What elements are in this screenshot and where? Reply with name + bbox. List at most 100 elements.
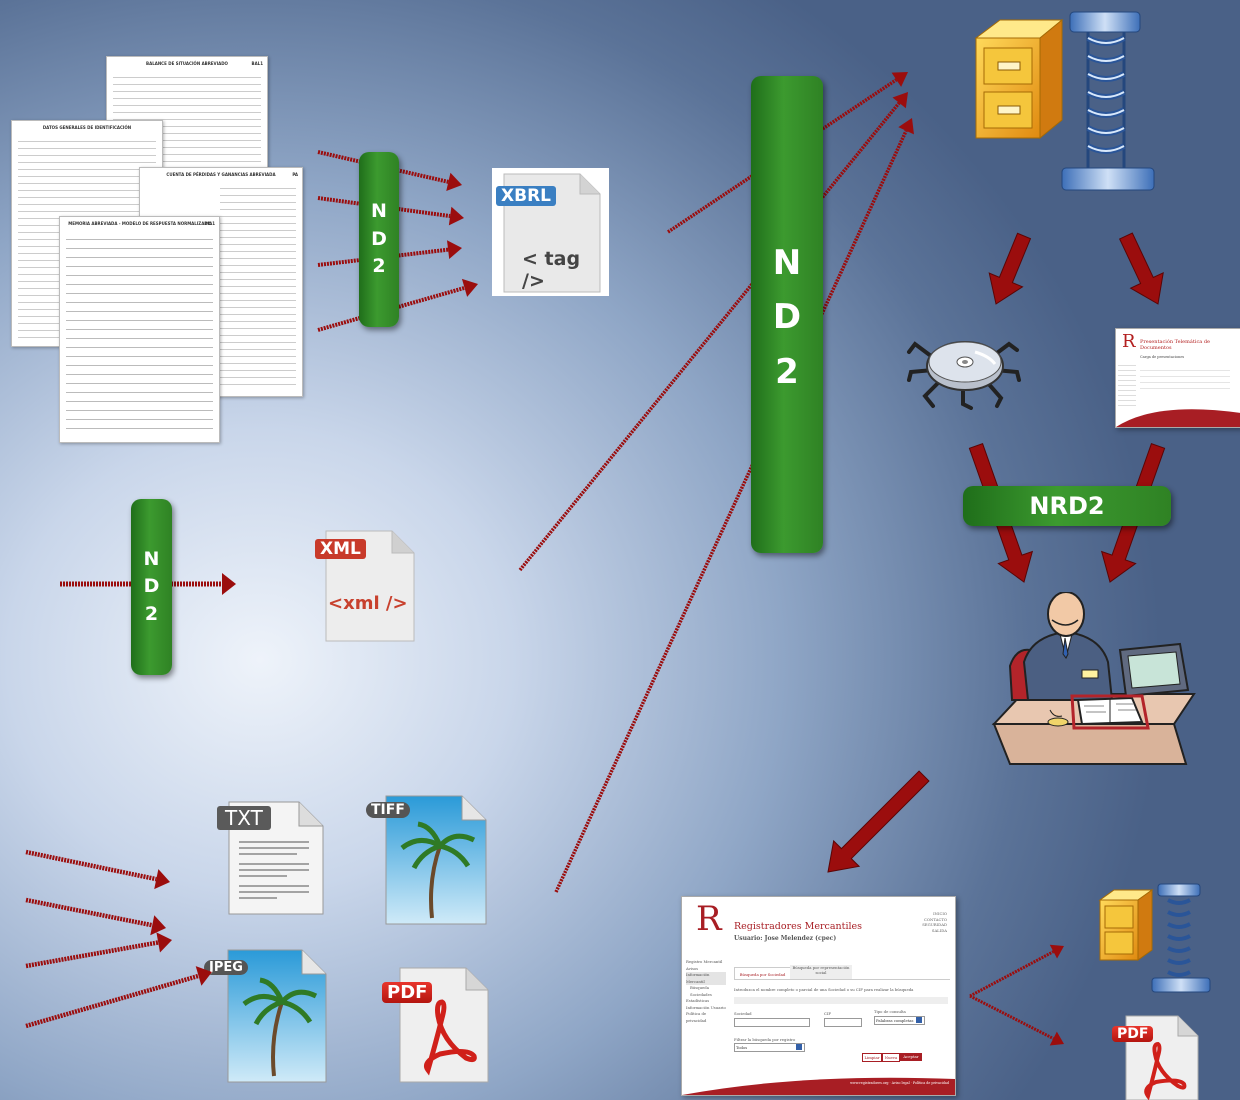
arrow	[25, 940, 159, 969]
tab-search-representation[interactable]: Búsqueda por representación social	[790, 965, 852, 979]
arrow-head	[898, 118, 914, 135]
form-code: PA	[292, 172, 298, 177]
nd2-pill-forms: N D 2	[359, 152, 399, 327]
arrow-head	[1049, 944, 1064, 959]
form-title: MEMORIA ABREVIADA - MODELO DE RESPUESTA …	[68, 221, 211, 226]
arrow-head	[150, 915, 166, 936]
nav-item[interactable]: Información Usuario	[686, 1004, 726, 1010]
arrow	[554, 129, 908, 893]
arrow	[969, 950, 1055, 998]
xml-file-icon: XML <xml />	[312, 525, 418, 645]
pill-letter: D	[143, 575, 160, 598]
chevron-down-icon[interactable]	[796, 1044, 802, 1050]
arrow-head	[892, 92, 908, 109]
nd2-pill-center: N D 2	[751, 76, 823, 553]
arrow	[518, 101, 901, 572]
top-link[interactable]: SALIDA	[931, 927, 947, 933]
pdf-label: PDF	[382, 982, 433, 1003]
tipo-label: Tipo de consulta	[874, 1009, 906, 1014]
nd2-pill-xml: N D 2	[131, 499, 172, 675]
registro-logo-icon: R	[1122, 331, 1136, 352]
nav-item[interactable]: Registro Mercantil	[686, 959, 723, 964]
arrow-head	[195, 966, 212, 986]
arrow-head	[891, 72, 908, 87]
arrow-head	[154, 869, 170, 890]
arrow-head	[446, 172, 462, 192]
limpiar-button[interactable]: Limpiar	[862, 1053, 882, 1062]
pdf-file-icon: PDF	[380, 962, 492, 1086]
nav-item[interactable]: Estadísticas	[686, 998, 710, 1003]
top-link[interactable]: CONTACTO	[924, 916, 947, 922]
jpeg-file-icon: JPEG	[200, 946, 330, 1086]
registro-footer: www.registradores.org · Aviso legal · Po…	[850, 1081, 949, 1085]
arrow-head	[446, 240, 462, 259]
pill-letter: D	[772, 297, 802, 338]
pill-letter: D	[371, 227, 387, 250]
arrow	[317, 247, 449, 267]
form-memoria: MEMORIA ABREVIADA - MODELO DE RESPUESTA …	[59, 216, 220, 443]
cif-input[interactable]	[824, 1018, 862, 1027]
sociedad-input[interactable]	[734, 1018, 810, 1027]
pill-letter: N	[143, 547, 160, 570]
arrow	[25, 897, 153, 928]
jpeg-label: JPEG	[204, 960, 248, 975]
nav-item[interactable]: Información Mercantil	[686, 972, 726, 985]
presentation-title: Presentación Telemática de Documentos	[1140, 339, 1210, 351]
form-title: CUENTA DE PÉRDIDAS Y GANANCIAS ABREVIADA	[166, 172, 276, 177]
nrd2-label: NRD2	[1029, 491, 1105, 520]
nav-item[interactable]: Búsqueda Sociedades	[690, 985, 712, 997]
arrow-head	[448, 206, 464, 226]
pill-letter: N	[772, 243, 802, 283]
compress-archive-icon	[974, 11, 1155, 191]
xbrl-label: XBRL	[496, 186, 556, 206]
pill-letter: 2	[775, 351, 799, 392]
filtro-select[interactable]: Todos	[734, 1043, 805, 1052]
form-code: BAL1	[251, 61, 263, 66]
sociedad-label: Sociedad	[734, 1011, 752, 1016]
nav-item[interactable]: Política de privacidad	[686, 1011, 707, 1023]
arrow-head	[222, 573, 236, 595]
pdf-output-icon: PDF	[1112, 1012, 1204, 1100]
txt-file-icon: TXT	[217, 798, 327, 918]
top-link[interactable]: INICIO	[933, 911, 947, 916]
nav-item[interactable]: Avisos	[686, 965, 699, 971]
registro-logo-icon: R	[696, 899, 722, 939]
aceptar-button[interactable]: Aceptar	[900, 1053, 922, 1061]
xbrl-tag-text: < tag />	[522, 248, 581, 292]
tiff-label: TIFF	[366, 802, 410, 818]
pdf-small-label: PDF	[1112, 1026, 1154, 1042]
tiff-file-icon: TIFF	[362, 790, 490, 928]
arrow	[667, 78, 898, 234]
chevron-down-icon[interactable]	[916, 1017, 922, 1023]
registro-user: Usuario: Jose Melendez (cpec)	[734, 935, 837, 942]
nrd2-pill: NRD2	[963, 486, 1171, 526]
form-title: BALANCE DE SITUACIÓN ABREVIADO	[146, 61, 228, 66]
arrow	[25, 849, 157, 882]
tipo-select[interactable]: Palabras completas	[874, 1016, 925, 1025]
pill-letter: 2	[144, 602, 159, 625]
xml-tag-text: <xml />	[328, 593, 408, 614]
registrar-clerk-icon	[991, 592, 1196, 765]
arrow-head	[461, 278, 478, 297]
arrow	[25, 973, 200, 1029]
xml-label: XML	[315, 539, 366, 559]
top-link[interactable]: SEGURIDAD	[922, 922, 947, 927]
registro-top-links: INICIO CONTACTO SEGURIDAD SALIDA	[922, 911, 947, 933]
form-code: MA1	[205, 221, 215, 226]
block-arrow	[827, 770, 930, 873]
nueva-button[interactable]: Nueva	[882, 1053, 900, 1062]
registro-nav: Registro Mercantil Avisos Información Me…	[686, 959, 726, 1024]
arrow-head	[1049, 1031, 1064, 1046]
block-arrow	[988, 232, 1032, 305]
pill-letter: 2	[372, 255, 386, 278]
presentation-subtitle: Carga de presentaciones	[1140, 355, 1185, 359]
xbrl-file-icon: XBRL < tag />	[492, 168, 609, 296]
cif-label: CIF	[824, 1011, 832, 1016]
form-title: DATOS GENERALES DE IDENTIFICACIÓN	[42, 125, 132, 130]
presentation-screen-thumbnail: R Presentación Telemática de Documentos …	[1115, 328, 1240, 428]
disc-bug-icon	[907, 341, 1021, 410]
arrow-head	[156, 932, 172, 953]
compress-archive-small-icon	[1098, 883, 1211, 993]
